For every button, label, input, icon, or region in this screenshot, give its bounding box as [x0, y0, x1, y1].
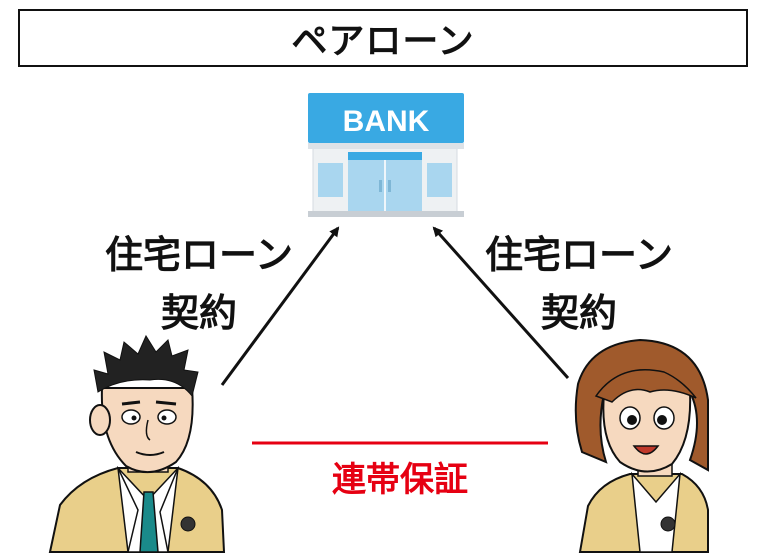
bank-building-icon: BANK — [308, 93, 464, 217]
left-contract-line1: 住宅ローン — [104, 233, 294, 277]
left-contract-line2: 契約 — [160, 291, 237, 335]
bank-window-right — [427, 163, 452, 197]
right-contract-arrow — [432, 226, 570, 379]
guarantee-label: 連帯保証 — [332, 460, 468, 500]
right-contract-line1: 住宅ローン — [484, 233, 674, 277]
right-contract-line2: 契約 — [540, 291, 617, 335]
left-contract-arrow — [220, 226, 340, 386]
bank-sign — [308, 93, 464, 143]
right-contract-label: 住宅ローン 契約 — [448, 226, 710, 342]
bank-sign-text: BANK — [343, 105, 430, 138]
bank-window-left — [318, 163, 343, 197]
title-box: ペアローン — [18, 9, 748, 67]
left-contract-label: 住宅ローン 契約 — [68, 226, 330, 342]
woman-in-suit-illustration — [574, 338, 709, 553]
page-title: ペアローン — [291, 21, 475, 62]
man-in-suit-illustration — [48, 334, 226, 553]
